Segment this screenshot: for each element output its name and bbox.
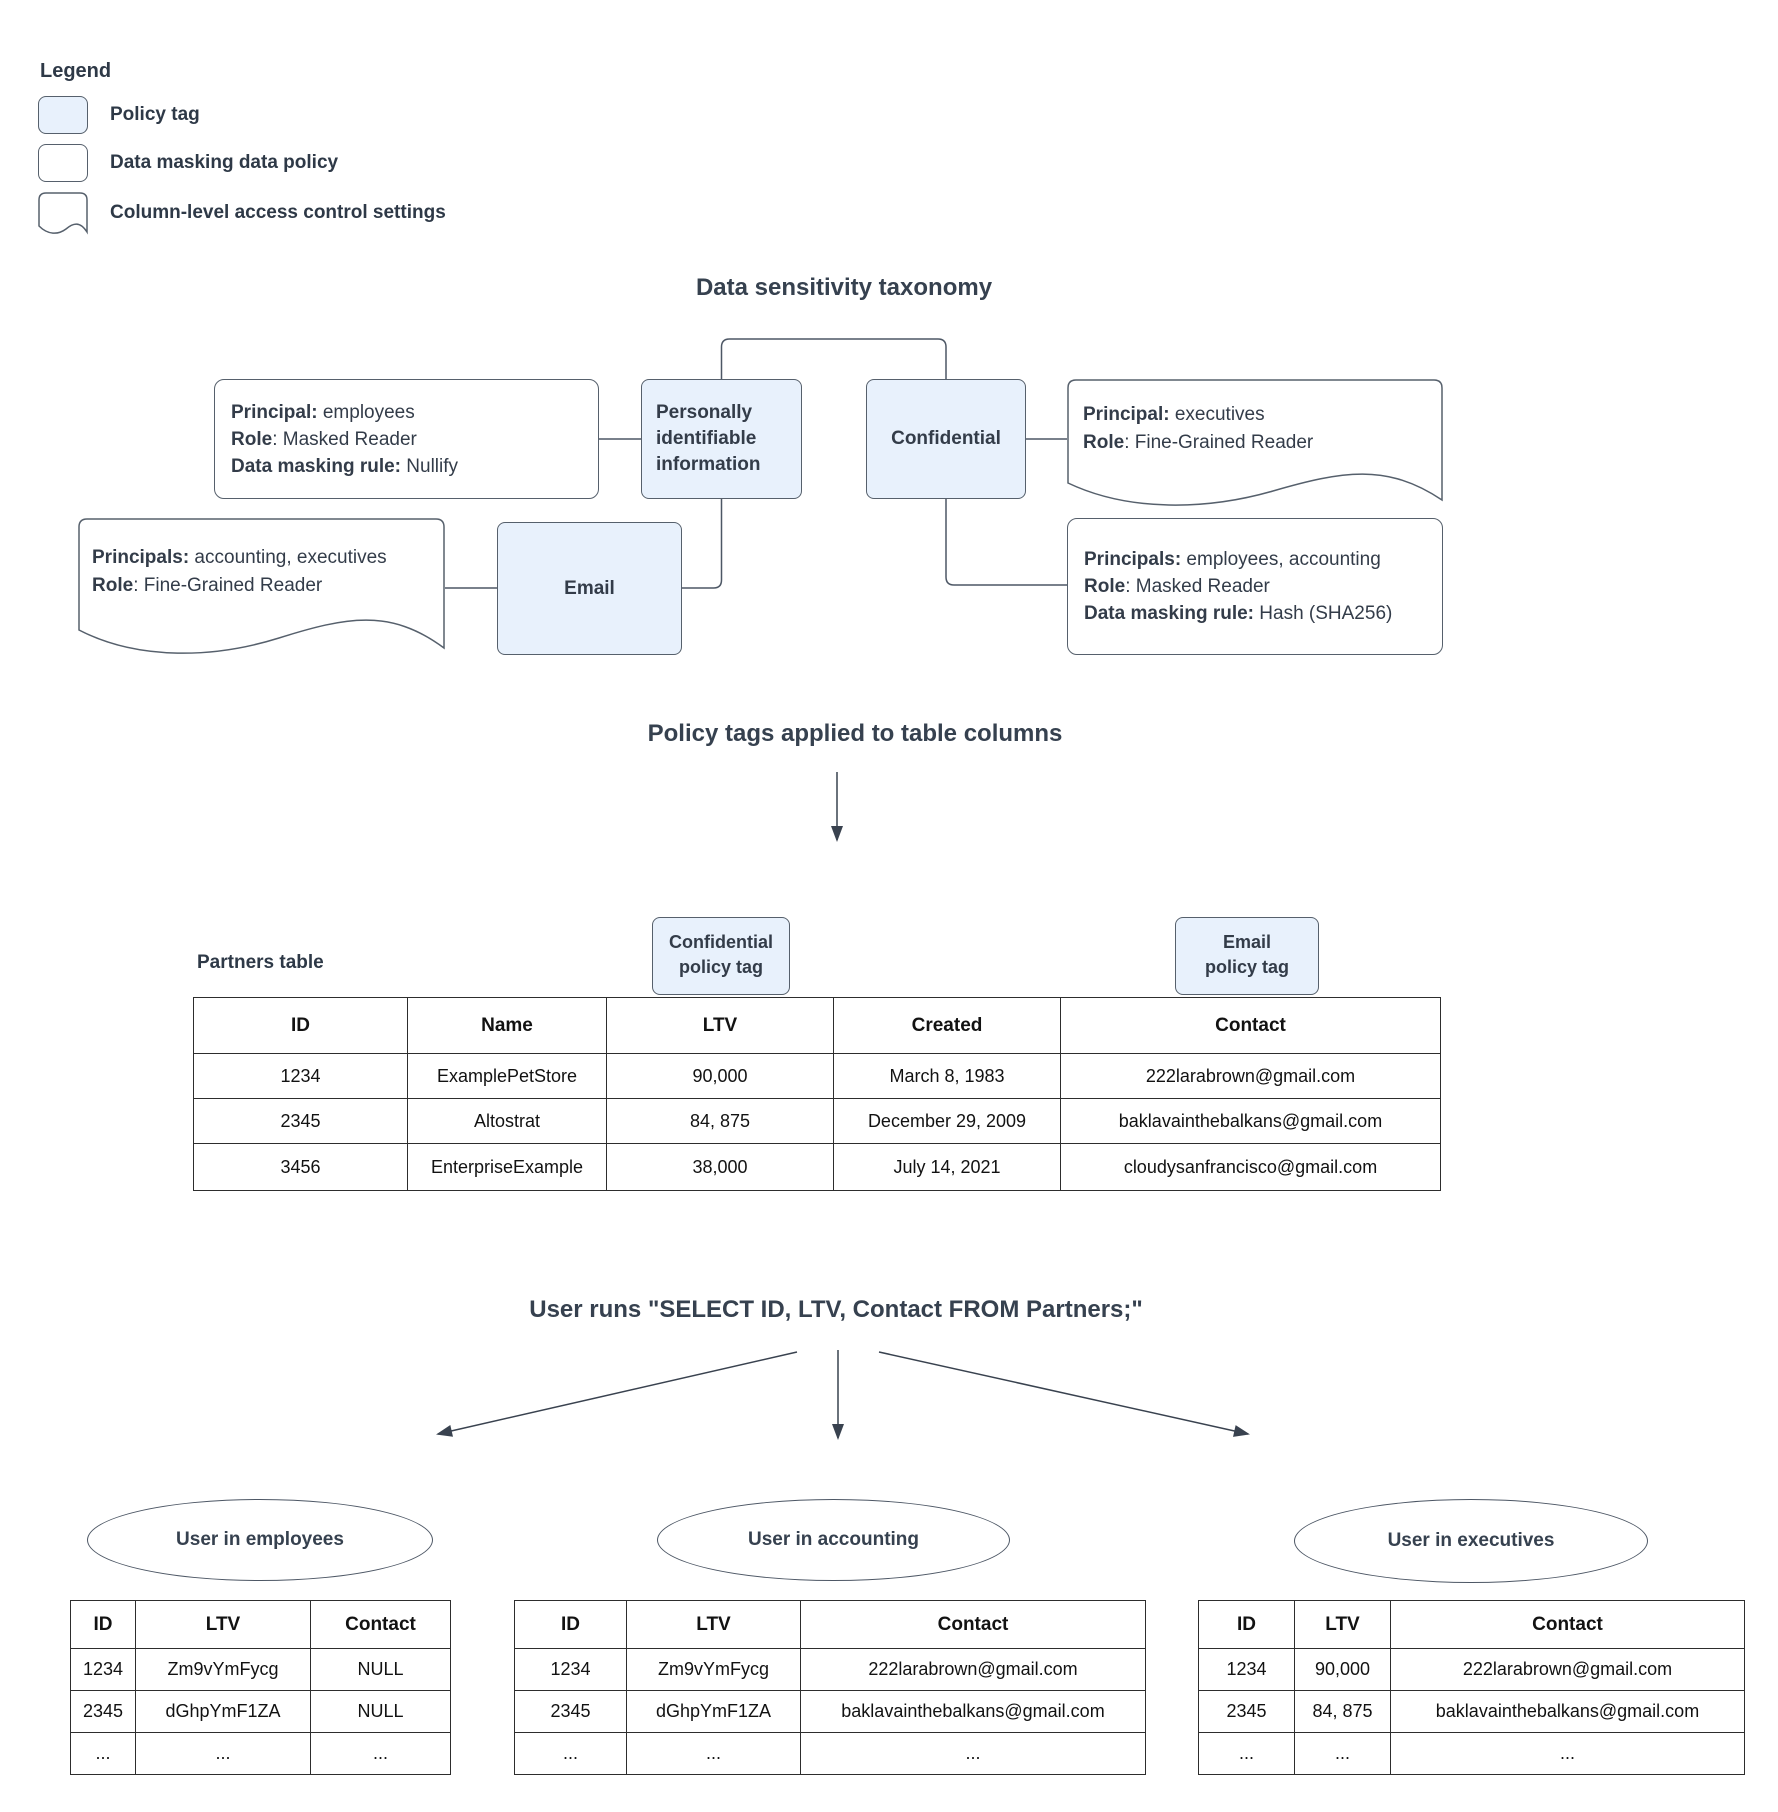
- nullify-policy-box: Principal: employees Role: Masked Reader…: [214, 379, 599, 499]
- legend-label-access-control: Column-level access control settings: [110, 202, 446, 223]
- partners-table-label: Partners table: [197, 952, 324, 973]
- table-header-row: ID LTV Contact: [1198, 1600, 1745, 1649]
- policy-line: Data masking rule: Hash (SHA256): [1084, 603, 1393, 624]
- confidential-policy-tag-chip: Confidential policy tag: [652, 917, 790, 995]
- legend-swatch-access-control: [38, 192, 88, 238]
- legend-swatch-policy-tag: [38, 96, 88, 134]
- policy-line: Data masking rule: Nullify: [231, 455, 459, 477]
- legend-label-policy-tag: Policy tag: [110, 104, 200, 125]
- email-policy-tag-node: Email: [497, 522, 682, 655]
- table-header-row: ID LTV Contact: [70, 1600, 451, 1649]
- table-row: 1234 ExamplePetStore 90,000 March 8, 198…: [193, 1053, 1441, 1099]
- policy-line: Principals: employees, accounting: [1084, 549, 1381, 570]
- user-accounting-ellipse: User in accounting: [657, 1499, 1010, 1581]
- confidential-policy-tag-node: Confidential: [866, 379, 1026, 499]
- table-header-row: ID LTV Contact: [514, 1600, 1146, 1649]
- table-row: 1234 90,000 222larabrown@gmail.com: [1198, 1648, 1745, 1691]
- table-row: 3456 EnterpriseExample 38,000 July 14, 2…: [193, 1143, 1441, 1191]
- legend-label-data-policy: Data masking data policy: [110, 152, 339, 173]
- taxonomy-bracket-connector: [720, 338, 947, 379]
- policy-line: Principal: employees: [231, 401, 415, 423]
- legend-title: Legend: [40, 60, 112, 82]
- table-header-row: ID Name LTV Created Contact: [193, 997, 1441, 1054]
- executives-acl-box: Principal: executives Role: Fine-Grained…: [1067, 379, 1443, 509]
- partners-section-title: Policy tags applied to table columns: [647, 720, 1063, 747]
- connector-pii-email: [682, 499, 723, 589]
- policy-line: Role: Fine-Grained Reader: [1083, 432, 1314, 453]
- taxonomy-title: Data sensitivity taxonomy: [695, 274, 993, 301]
- user-executives-ellipse: User in executives: [1294, 1499, 1648, 1583]
- policy-line: Role: Masked Reader: [1084, 576, 1270, 597]
- email-policy-tag-chip: Email policy tag: [1175, 917, 1319, 995]
- legend-swatch-data-policy: [38, 144, 88, 182]
- partners-table: ID Name LTV Created Contact 1234 Example…: [193, 997, 1441, 1191]
- table-row: ... ... ...: [1198, 1732, 1745, 1775]
- arrow-query-right: [878, 1351, 1250, 1437]
- policy-line: Principals: accounting, executives: [92, 547, 387, 568]
- table-row: 1234 Zm9vYmFycg 222larabrown@gmail.com: [514, 1648, 1146, 1691]
- table-row: ... ... ...: [70, 1732, 451, 1775]
- employees-result-table: ID LTV Contact 1234 Zm9vYmFycg NULL 2345…: [70, 1600, 451, 1775]
- email-acl-box: Principals: accounting, executives Role:…: [78, 518, 445, 658]
- table-row: 2345 84, 875 baklavainthebalkans@gmail.c…: [1198, 1690, 1745, 1733]
- arrow-query-left: [436, 1351, 798, 1437]
- hash-policy-box: Principals: employees, accounting Role: …: [1067, 518, 1443, 655]
- accounting-result-table: ID LTV Contact 1234 Zm9vYmFycg 222larabr…: [514, 1600, 1146, 1775]
- policy-line: Principal: executives: [1083, 404, 1265, 425]
- user-employees-ellipse: User in employees: [87, 1499, 433, 1581]
- table-row: 2345 dGhpYmF1ZA NULL: [70, 1690, 451, 1733]
- table-row: ... ... ...: [514, 1732, 1146, 1775]
- table-row: 1234 Zm9vYmFycg NULL: [70, 1648, 451, 1691]
- executives-result-table: ID LTV Contact 1234 90,000 222larabrown@…: [1198, 1600, 1745, 1775]
- policy-line: Role: Masked Reader: [231, 428, 417, 450]
- query-title: User runs "SELECT ID, LTV, Contact FROM …: [529, 1296, 1143, 1323]
- connector-confidential-hash: [945, 499, 1067, 586]
- table-row: 2345 Altostrat 84, 875 December 29, 2009…: [193, 1098, 1441, 1144]
- pii-policy-tag-node: Personally identifiable information: [641, 379, 802, 499]
- table-row: 2345 dGhpYmF1ZA baklavainthebalkans@gmai…: [514, 1690, 1146, 1733]
- policy-line: Role: Fine-Grained Reader: [92, 575, 323, 596]
